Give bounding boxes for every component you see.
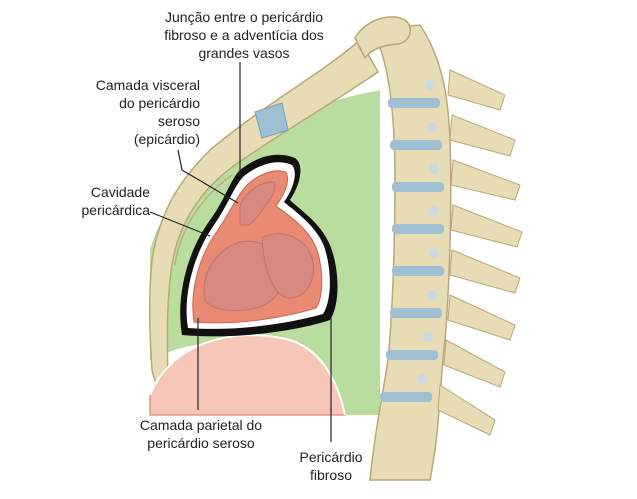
foramen bbox=[423, 332, 433, 342]
costal-cartilage bbox=[254, 102, 289, 139]
leader-camada-visceral bbox=[177, 149, 239, 204]
spinous-process bbox=[450, 204, 523, 248]
label-juncao: Junção entre o pericárdio fibroso e a ad… bbox=[164, 9, 324, 61]
spinous-process bbox=[450, 159, 521, 201]
spinous-process bbox=[449, 114, 516, 157]
foramen bbox=[429, 248, 439, 258]
foramen bbox=[429, 206, 439, 216]
spinous-process bbox=[443, 339, 506, 388]
disc bbox=[380, 392, 432, 402]
disc bbox=[392, 224, 444, 234]
vertebral-column bbox=[354, 16, 523, 481]
label-camada-visceral: Camada visceral do pericárdio seroso (ep… bbox=[95, 77, 200, 147]
label-pericardio-fibroso: Pericárdio fibroso bbox=[299, 449, 363, 483]
foramen bbox=[427, 290, 437, 300]
disc bbox=[390, 308, 442, 318]
sternum-inner-edge bbox=[174, 174, 233, 266]
label-cavidade: Cavidade pericárdica bbox=[81, 184, 150, 218]
disc bbox=[392, 266, 444, 276]
disc bbox=[386, 350, 438, 360]
leader-lines bbox=[149, 62, 332, 442]
spinous-process bbox=[449, 249, 521, 294]
disc bbox=[388, 98, 440, 108]
foramen bbox=[425, 80, 435, 90]
foramen bbox=[417, 374, 427, 384]
spinous-process bbox=[447, 294, 516, 341]
foramen bbox=[427, 122, 437, 132]
spinous-process bbox=[447, 69, 506, 111]
heart-chamber bbox=[261, 233, 314, 299]
leader-cavidade bbox=[149, 211, 211, 237]
label-camada-parietal: Camada parietal do pericárdio seroso bbox=[139, 417, 263, 451]
spinous-process bbox=[437, 384, 496, 436]
foramen bbox=[429, 164, 439, 174]
disc bbox=[392, 182, 444, 192]
great-vessel bbox=[239, 181, 276, 226]
disc bbox=[390, 140, 442, 150]
rib-head bbox=[354, 16, 412, 60]
